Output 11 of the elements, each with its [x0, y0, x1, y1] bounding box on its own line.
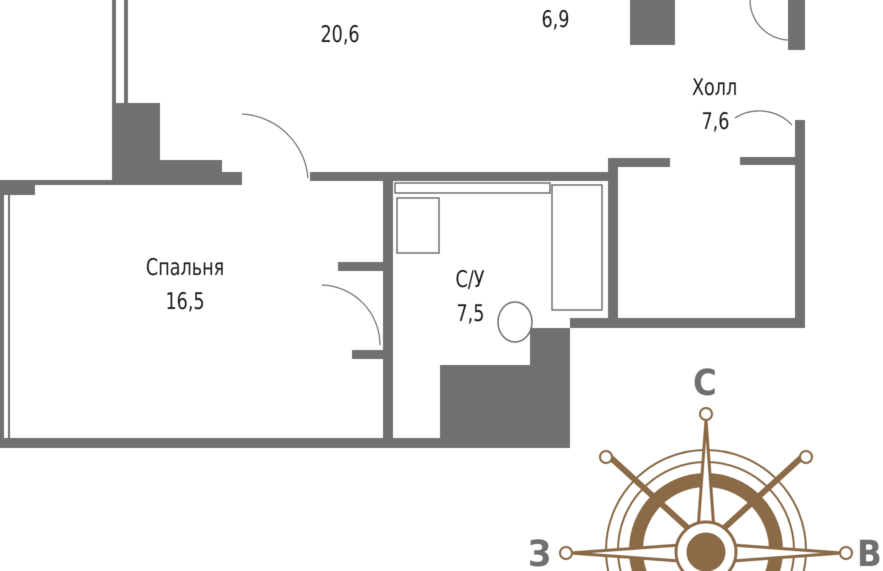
compass-direction-letter: В — [857, 537, 882, 571]
room-area: 20,6 — [320, 18, 360, 52]
room-area: 16,5 — [165, 285, 205, 319]
room-area: 7,6 — [701, 105, 729, 139]
room-name: Холл — [692, 74, 738, 103]
room-area: 6,9 — [541, 3, 569, 37]
room-name: С/У — [456, 266, 484, 295]
compass-direction-letter: С — [693, 366, 717, 402]
room-name: Спальня — [146, 254, 224, 283]
compass-direction-letter: З — [528, 537, 552, 571]
room-area: 7,5 — [456, 297, 484, 331]
